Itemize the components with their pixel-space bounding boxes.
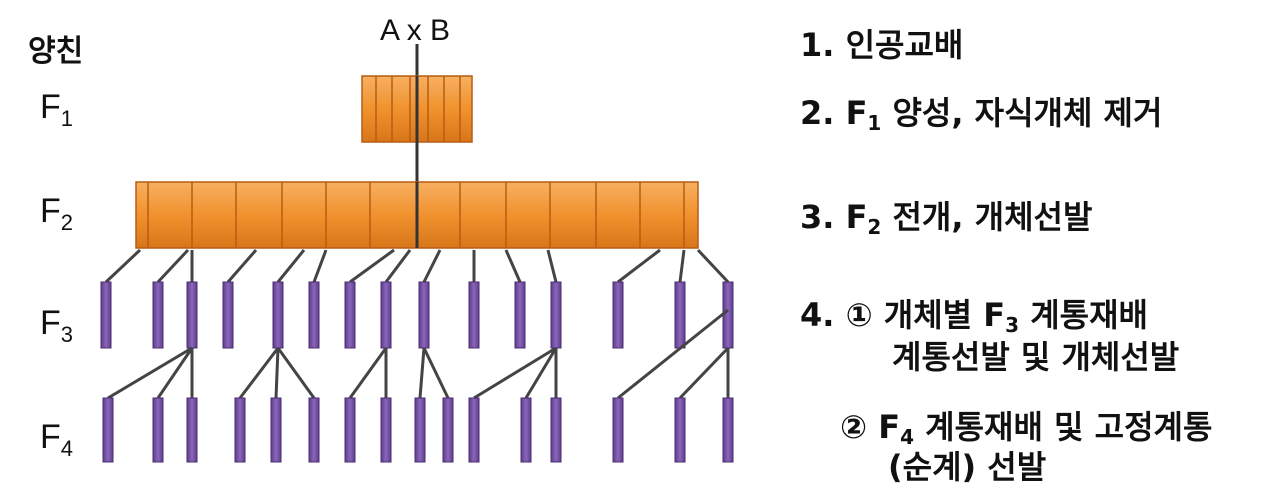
step-3-subscript: 2 [867, 215, 882, 239]
f2-block [135, 181, 699, 249]
step-4-2-prefix: ② F [840, 408, 901, 446]
f4-lines [102, 397, 734, 463]
cross-label: A x B [380, 14, 451, 47]
step-2-prefix: 2. F [800, 94, 868, 132]
step-2-subscript: 1 [867, 111, 882, 135]
step-3-text: 전개, 개체선발 [881, 198, 1093, 236]
step-2: 2. F1 양성, 자식개체 제거 [800, 88, 1162, 135]
generation-letter: F [40, 88, 61, 126]
generation-number: 1 [60, 106, 74, 131]
step-2-text: 양성, 자식개체 제거 [881, 94, 1163, 132]
step-4-1-text: 계통재배 [1019, 296, 1148, 334]
step-4-2: ② F4 계통재배 및 고정계통 [840, 402, 1212, 449]
generation-label-f4: F4 [40, 418, 73, 462]
pedigree-diagram [100, 44, 734, 463]
generation-number: 2 [60, 210, 74, 235]
f1-block [361, 75, 473, 143]
generation-letter: F [40, 304, 61, 342]
generation-number: 3 [60, 322, 74, 347]
generation-label-f2: F2 [40, 192, 73, 236]
f3-to-f4-connectors [107, 308, 730, 400]
generation-number: 4 [60, 436, 74, 461]
step-3-prefix: 3. F [800, 198, 868, 236]
step-4-1: 4. ① 개체별 F3 계통재배 [800, 290, 1148, 337]
step-4-2-subscript: 4 [900, 425, 915, 449]
step-3: 3. F2 전개, 개체선발 [800, 192, 1092, 239]
generation-letter: F [40, 192, 61, 230]
generation-label-f3: F3 [40, 304, 73, 348]
step-4-1-prefix: 4. ① 개체별 F [800, 296, 1006, 334]
generation-letter: F [40, 418, 61, 456]
parents-label: 양친 [28, 34, 84, 69]
f3-lines [100, 281, 734, 349]
step-1: 1. 인공교배 [800, 26, 964, 64]
step-4-2-text: 계통재배 및 고정계통 [914, 408, 1213, 446]
f2-to-f3-connectors [104, 248, 730, 284]
step-4-1-continued: 계통선발 및 개체선발 [892, 338, 1180, 376]
step-4-1-subscript: 3 [1005, 313, 1020, 337]
step-4-2-continued: (순계) 선발 [888, 448, 1047, 486]
generation-label-f1: F1 [40, 88, 73, 132]
